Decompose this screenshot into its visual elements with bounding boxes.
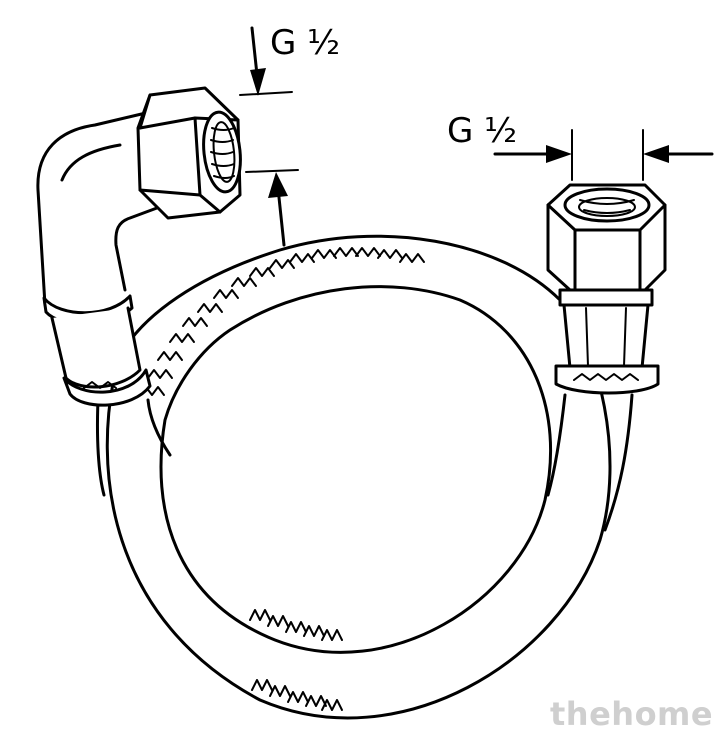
braid-pattern-bottom-2 [251,679,343,711]
right-dimension: G ½ [447,111,714,181]
left-dimension-extension-bottom [245,169,299,173]
right-dimension-arrow-right-head [546,145,572,163]
right-straight-fitting [546,183,667,395]
left-dimension-extension-top [239,91,293,96]
left-hex-nut [136,86,242,220]
hose-loop [95,234,634,720]
watermark-logo: thehome [550,695,713,733]
left-dimension-arrow-up-shaft [276,186,286,247]
braid-pattern-top [139,247,425,396]
right-dimension-arrow-left-head [643,145,669,163]
left-dimension: G ½ [239,23,340,247]
left-dimension-label: G ½ [270,23,340,63]
left-dimension-arrow-up-head [268,172,288,198]
left-dimension-arrow-down-head [250,68,266,96]
left-elbow-fitting [36,110,167,407]
braid-pattern-bottom-1 [249,609,343,641]
right-dimension-label: G ½ [447,111,517,151]
